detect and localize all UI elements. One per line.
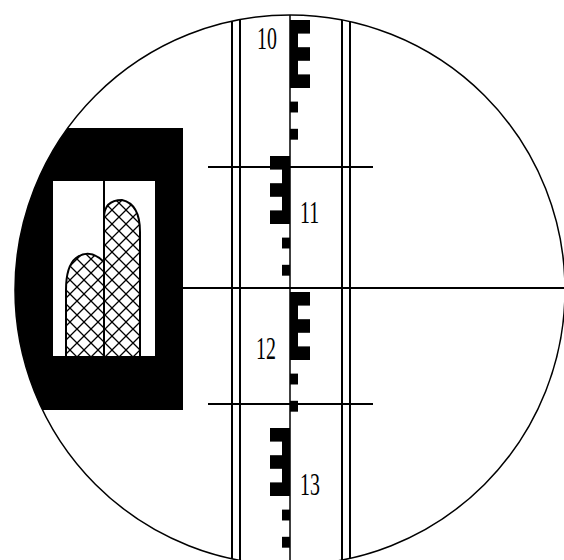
bubble-housing: [0, 128, 183, 410]
field-of-view: [15, 15, 564, 560]
bubble-window: [52, 180, 156, 357]
rod-number: 13: [300, 468, 320, 500]
bubble-half-right: [104, 200, 140, 357]
level-rod: [232, 0, 350, 560]
rod-number: 11: [300, 196, 319, 228]
rod-number: 12: [256, 332, 276, 364]
rod-edges: [232, 0, 350, 560]
crosshairs: [183, 167, 564, 404]
bubble-half-left: [66, 254, 104, 357]
rod-number: 10: [257, 22, 277, 54]
